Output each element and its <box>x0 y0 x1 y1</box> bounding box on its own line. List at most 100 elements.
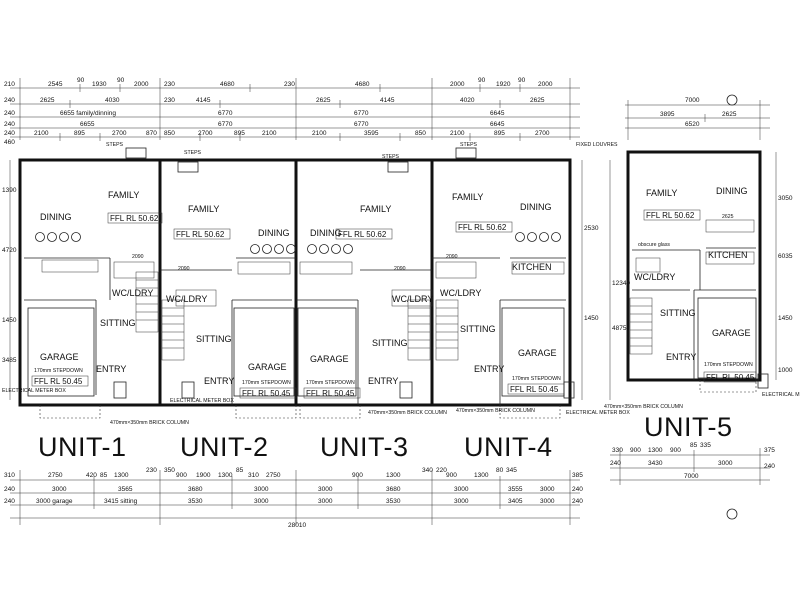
top-dim-r5-1: 2100 <box>34 130 49 137</box>
u3-ffl-upper: FFL RL 50.62 <box>338 230 387 239</box>
u4-dim-2090: 2090 <box>446 254 458 260</box>
top-dim-r5-13: 895 <box>494 130 505 137</box>
bot-dim-r3-8: 3000 <box>454 498 469 505</box>
u4-ffl-upper: FFL RL 50.62 <box>458 223 507 232</box>
unit5-top-dim-1: 7000 <box>685 97 700 104</box>
u1-wcldry: WC/LDRY <box>112 288 153 298</box>
u5-bot-dim-6: 335 <box>700 442 711 449</box>
u5-bot-dim-4: 900 <box>670 447 681 454</box>
u2-ffl-upper: FFL RL 50.62 <box>176 230 225 239</box>
bot-dim-r3-3: 3415 sitting <box>104 498 138 505</box>
u4-wcldry: WC/LDRY <box>440 288 481 298</box>
top-dim-r4-2: 6770 <box>218 121 233 128</box>
bot-dim-r1-18: 900 <box>446 472 457 479</box>
top-dim-r1-6: 230 <box>164 81 175 88</box>
u5-ffl-upper: FFL RL 50.62 <box>646 211 695 220</box>
top-left-label-6: 460 <box>4 139 15 146</box>
top-dim-r2-3: 230 <box>164 97 175 104</box>
bot-dim-r2-3: 3565 <box>118 486 133 493</box>
side-dim-7: 4875 <box>612 325 627 332</box>
u5-meter-box: ELECTRICAL METER BOX <box>762 392 800 398</box>
unit5-top-dim-4: 6520 <box>685 121 700 128</box>
u5-wcldry: WC/LDRY <box>634 272 675 282</box>
top-dim-r1-13: 90 <box>518 77 526 84</box>
u3-sitting: SITTING <box>372 338 408 348</box>
top-dim-r5-8: 2100 <box>262 130 277 137</box>
bot-dim-r2-7: 3680 <box>386 486 401 493</box>
u2-ffl-lower: FFL RL 50.45 <box>242 389 291 398</box>
top-left-label-1: 210 <box>4 81 15 88</box>
bot-dim-r1-16: 340 <box>422 467 433 474</box>
unit-1-title: UNIT-1 <box>38 432 127 462</box>
bot-dim-r3-5: 3000 <box>254 498 269 505</box>
bot-dim-r1-6: 230 <box>146 467 157 474</box>
u5-bot-dim-11: 7000 <box>684 473 699 480</box>
top-dim-r5-12: 2100 <box>450 130 465 137</box>
top-dim-r1-2: 90 <box>77 77 85 84</box>
bot-dim-r2-5: 3000 <box>254 486 269 493</box>
bot-dim-r1-22: 385 <box>572 472 583 479</box>
bot-dim-r1-11: 85 <box>236 467 244 474</box>
u1-sitting: SITTING <box>100 318 136 328</box>
bot-dim-r1-12: 310 <box>248 472 259 479</box>
u4-meter-box: ELECTRICAL METER BOX <box>566 410 630 416</box>
u5-ffl-lower: FFL RL 50.45 <box>706 373 755 382</box>
u1-garage: GARAGE <box>40 352 79 362</box>
side-dim-11: 1450 <box>778 315 793 322</box>
u2-garage: GARAGE <box>248 362 287 372</box>
side-dim-2: 4720 <box>2 247 17 254</box>
u5-bot-dim-8: 3000 <box>718 460 733 467</box>
u2-meter-box: ELECTRICAL METER BOX <box>170 398 234 404</box>
unit-titles: UNIT-1 UNIT-2 UNIT-3 UNIT-4 UNIT-5 <box>38 412 732 462</box>
side-dim-1: 1390 <box>2 187 17 194</box>
u5-bot-dim-10: 240 <box>610 460 621 467</box>
bot-dim-r1-21: 345 <box>506 467 517 474</box>
u5-kitchen: KITCHEN <box>708 250 748 260</box>
u1-dim-2090: 2090 <box>132 254 144 260</box>
building-units-1-4 <box>18 147 575 419</box>
bot-dim-r1-2: 2750 <box>48 472 63 479</box>
side-dim-9: 6035 <box>778 253 793 260</box>
u2-steps: STEPS <box>184 150 202 156</box>
u5-stepdown: 170mm STEPDOWN <box>704 362 753 368</box>
top-dim-r1-4: 90 <box>117 77 125 84</box>
u3-brick-column: 470mm×350mm BRICK COLUMN <box>368 410 447 416</box>
u1-steps: STEPS <box>106 142 124 148</box>
top-dim-r1-11: 90 <box>478 77 486 84</box>
bot-dim-r2-11: 240 <box>572 486 583 493</box>
top-dim-r1-14: 2000 <box>538 81 553 88</box>
bot-dim-r1-17: 220 <box>436 467 447 474</box>
u2-stepdown: 170mm STEPDOWN <box>242 380 291 386</box>
bot-dim-r1-20: 80 <box>496 467 504 474</box>
bot-dim-r1-14: 900 <box>352 472 363 479</box>
u2-wcldry: WC/LDRY <box>166 294 207 304</box>
top-dim-r2-1: 2625 <box>40 97 55 104</box>
u1-dining: DINING <box>40 212 72 222</box>
side-dim-4: 3485 <box>2 357 17 364</box>
u5-sitting: SITTING <box>660 308 696 318</box>
u4-garage: GARAGE <box>518 348 557 358</box>
bot-dim-r3-4: 3530 <box>188 498 203 505</box>
ffl-boxes <box>31 212 565 399</box>
u3-dim-2090: 2090 <box>394 266 406 272</box>
top-dimension-chains: 210 240 240 240 240 460 2545 90 1930 90 … <box>4 77 580 146</box>
bot-dim-r3-9: 3405 <box>508 498 523 505</box>
bot-dim-r1-15: 1300 <box>386 472 401 479</box>
top-dim-r1-5: 2000 <box>134 81 149 88</box>
unit-4-title: UNIT-4 <box>464 432 553 462</box>
u5-family: FAMILY <box>646 188 677 198</box>
u3-family: FAMILY <box>360 204 391 214</box>
u4-stepdown: 170mm STEPDOWN <box>512 376 561 382</box>
u5-bot-dim-5: 85 <box>690 442 698 449</box>
u5-dining: DINING <box>716 186 748 196</box>
u1-ffl-lower: FFL RL 50.45 <box>34 377 83 386</box>
bot-dim-r1-1: 310 <box>4 472 15 479</box>
bot-dim-r2-10: 3000 <box>540 486 555 493</box>
bot-dim-r2-4: 3680 <box>188 486 203 493</box>
u4-brick-column: 470mm×350mm BRICK COLUMN <box>456 408 535 414</box>
u3-wcldry: WC/LDRY <box>392 294 433 304</box>
u2-dining: DINING <box>258 228 290 238</box>
top-dim-r5-14: 2700 <box>535 130 550 137</box>
u5-bot-dim-7: 3430 <box>648 460 663 467</box>
bot-dim-r2-6: 3000 <box>318 486 333 493</box>
